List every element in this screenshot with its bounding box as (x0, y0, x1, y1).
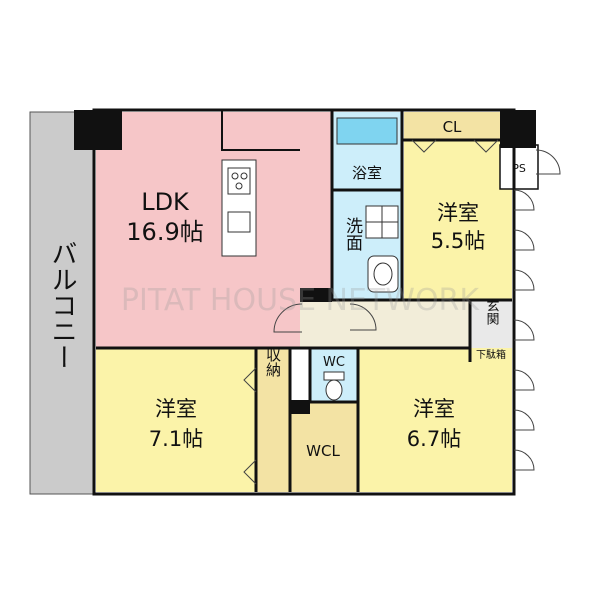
wcl-name: WCL (306, 442, 340, 460)
closet-cl (404, 112, 500, 140)
door-swings (243, 139, 561, 485)
washroom-name: 洗面 (342, 217, 363, 251)
western-room-a (404, 140, 512, 300)
washing-machine-icon (365, 205, 399, 239)
entrance-name: 玄関 (484, 299, 500, 326)
wc-name: WC (323, 355, 345, 370)
western-c-name: 洋室 (413, 397, 455, 421)
western-b-size: 7.1帖 (149, 427, 203, 451)
column-top-right (500, 110, 536, 148)
ldk-name: LDK (141, 188, 190, 216)
column-wc (290, 400, 310, 414)
western-a-size: 5.5帖 (431, 229, 485, 253)
toilet-icon (323, 371, 345, 401)
storage (256, 348, 290, 492)
storage-name: 収納 (264, 347, 282, 378)
western-a-name: 洋室 (437, 201, 479, 225)
cl-name: CL (443, 118, 462, 136)
bathtub-icon (336, 117, 398, 145)
ldk-size: 16.9帖 (126, 218, 203, 246)
western-c-size: 6.7帖 (407, 427, 461, 451)
shoe-cabinet-name: 下駄箱 (476, 348, 506, 361)
balcony (29, 111, 95, 495)
sink-icon (367, 255, 399, 293)
kitchen-icon (221, 159, 257, 257)
wcl-closet (290, 402, 358, 492)
ldk-partition (221, 110, 300, 151)
balcony-label: バルコニー (47, 240, 77, 370)
bath-name: 浴室 (352, 164, 382, 182)
western-room-c (358, 348, 512, 492)
column-top-left (74, 110, 122, 150)
column-center (300, 288, 332, 302)
western-b-name: 洋室 (155, 397, 197, 421)
watermark: PITAT HOUSE NETWORK (121, 283, 480, 318)
walls (92, 108, 516, 496)
ldk-room (96, 112, 332, 348)
ps-name: PS (512, 162, 526, 175)
western-room-b (96, 348, 256, 492)
